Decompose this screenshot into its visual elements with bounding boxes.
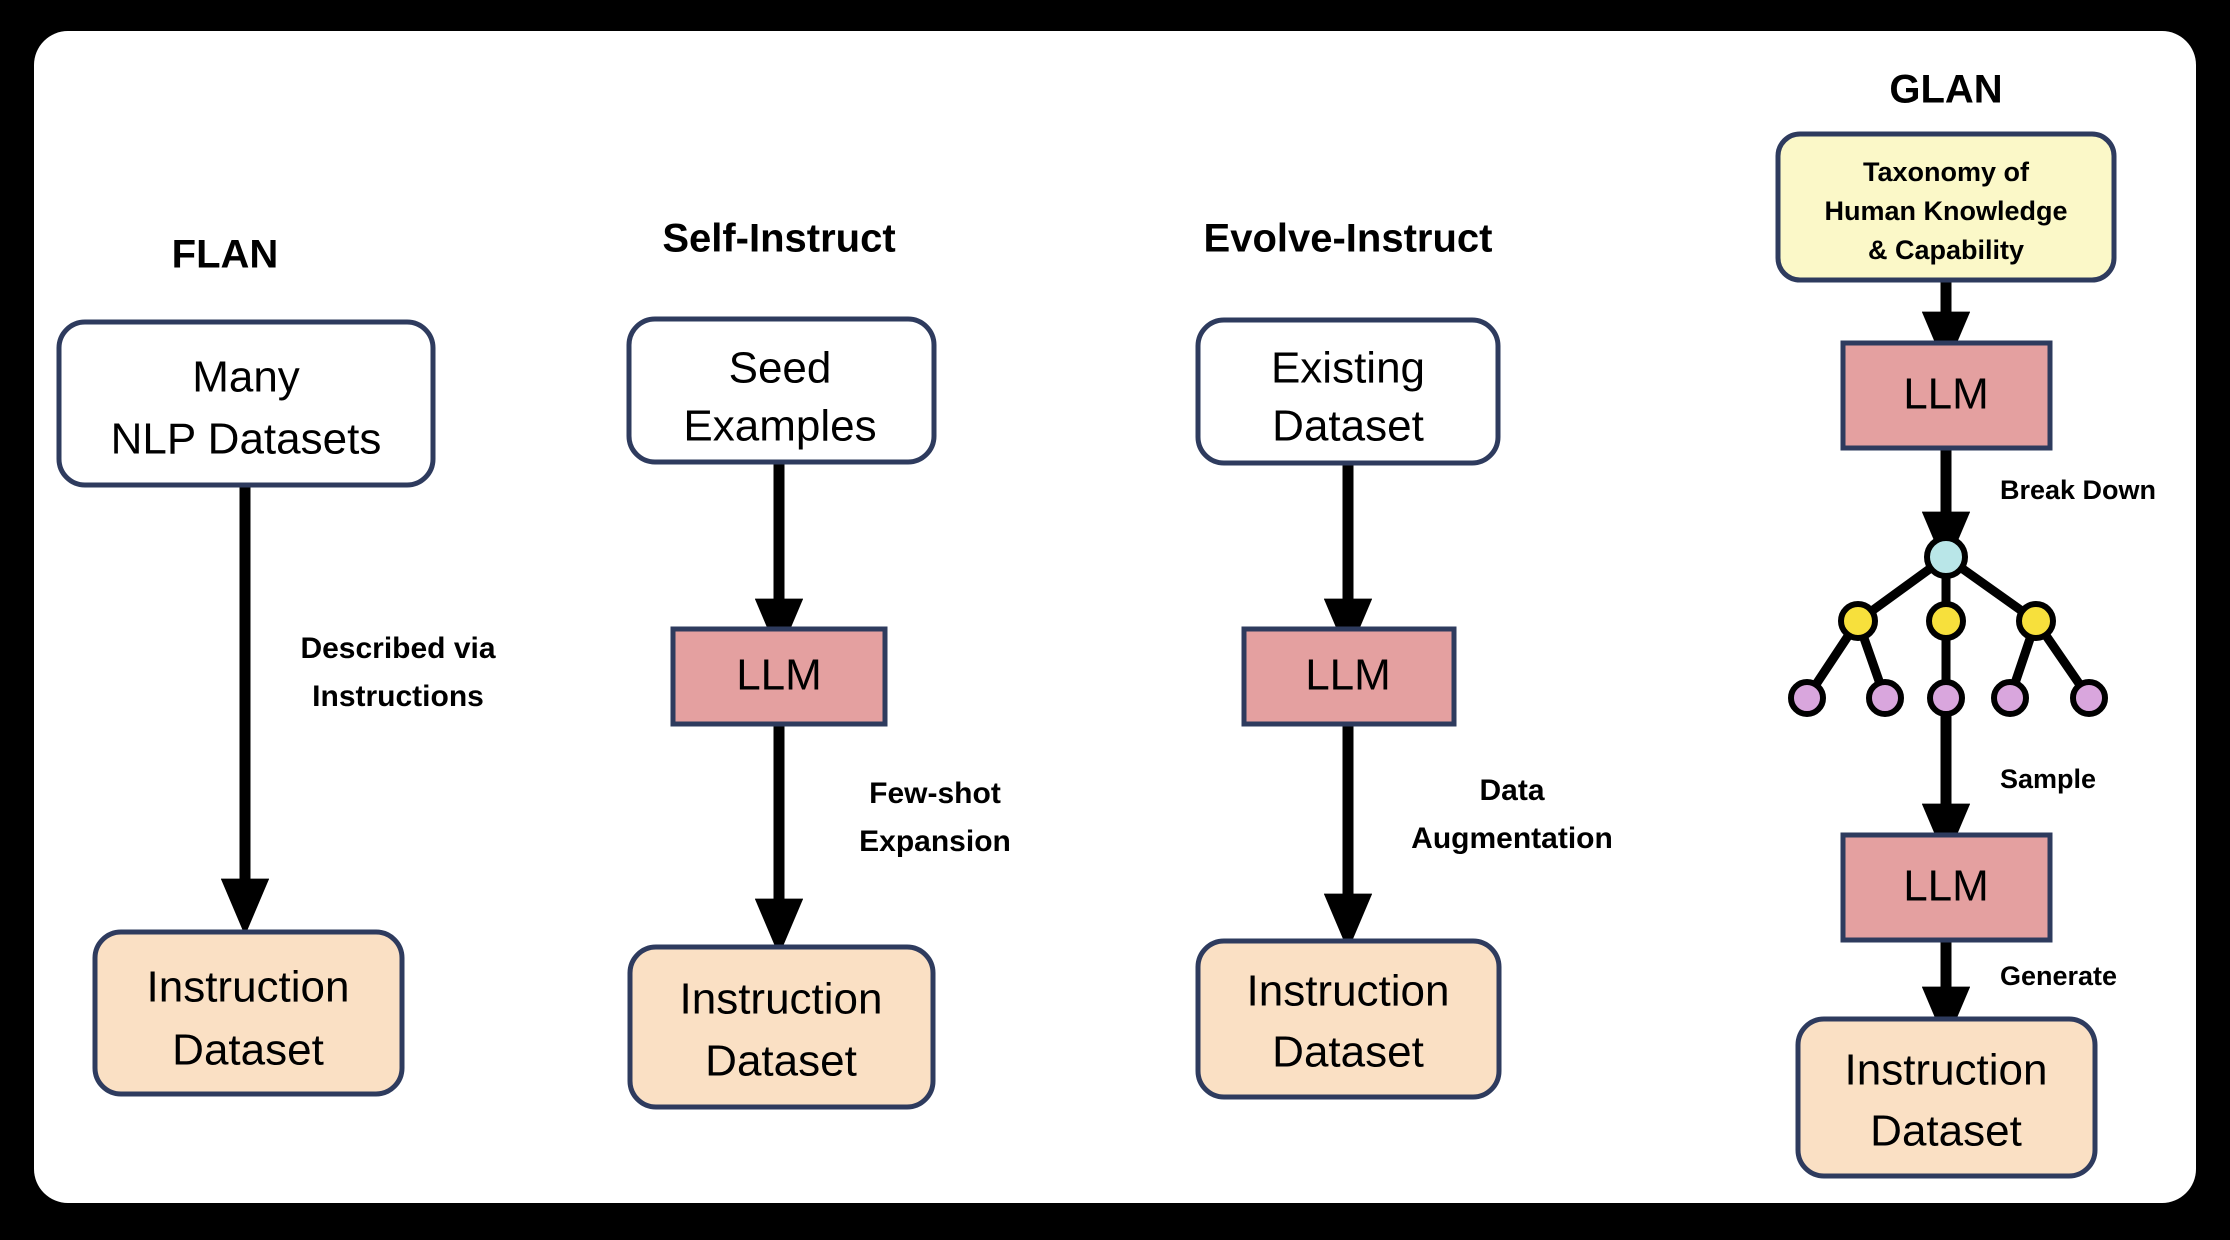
- flan-edge-label-line1: Described via: [300, 632, 495, 665]
- glan-taxonomy-label-line1: Taxonomy of: [1863, 157, 2030, 187]
- glan-edge-label-break-down: Break Down: [2000, 475, 2156, 505]
- glan-edge-label-sample: Sample: [2000, 764, 2096, 794]
- glan-taxonomy-label-line3: & Capability: [1868, 235, 2024, 265]
- self-instruct-source-label-line2: Examples: [683, 402, 876, 451]
- evolve-instruct-source-label-line1: Existing: [1271, 344, 1425, 393]
- evolve-instruct-output-label-line1: Instruction: [1247, 967, 1450, 1016]
- glan-taxonomy-tree: [1788, 535, 2108, 717]
- tree-leaf-node-3: [1927, 679, 1965, 717]
- tree-leaf-node-5: [2070, 679, 2108, 717]
- self-instruct-output-label-line2: Dataset: [705, 1037, 857, 1086]
- glan-taxonomy-box: [1775, 131, 2117, 283]
- glan-output-label-line2: Dataset: [1870, 1107, 2022, 1156]
- evolve-instruct-llm-box: [1241, 626, 1457, 727]
- self-instruct-output-box: [627, 944, 936, 1110]
- self-instruct-edge-label-line2: Expansion: [859, 825, 1011, 858]
- glan-output-label-line1: Instruction: [1845, 1046, 2048, 1095]
- tree-leaf-node-4: [1991, 679, 2029, 717]
- evolve-instruct-source-box: [1195, 317, 1501, 466]
- flan-source-label-line2: NLP Datasets: [111, 415, 382, 464]
- self-instruct-source-label-line1: Seed: [729, 344, 832, 393]
- tree-mid-node-3: [2016, 601, 2056, 641]
- self-instruct-output-label-line1: Instruction: [680, 975, 883, 1024]
- self-instruct-llm-label: LLM: [736, 651, 822, 700]
- tree-mid-node-2: [1926, 601, 1966, 641]
- glan-llm-2-box: [1840, 832, 2053, 943]
- column-title-evolve-instruct: Evolve-Instruct: [1204, 217, 1493, 261]
- evolve-instruct-output-box: [1195, 938, 1502, 1100]
- column-evolve-instruct: Evolve-Instruct Existing Dataset LLM Dat…: [1195, 217, 1613, 1100]
- tree-root-node: [1924, 535, 1968, 579]
- column-glan: GLAN Taxonomy of Human Knowledge & Capab…: [1775, 68, 2156, 1179]
- evolve-instruct-edge-label-line2: Augmentation: [1411, 822, 1613, 855]
- tree-leaf-node-2: [1866, 679, 1904, 717]
- column-self-instruct: Self-Instruct Seed Examples LLM Few-shot…: [626, 217, 1011, 1110]
- flan-output-box: [92, 929, 405, 1097]
- glan-output-box: [1795, 1016, 2098, 1179]
- glan-taxonomy-label-line2: Human Knowledge: [1824, 196, 2067, 226]
- flan-edge-label-line2: Instructions: [312, 680, 484, 713]
- glan-llm-1-box: [1840, 340, 2053, 451]
- evolve-instruct-output-label-line2: Dataset: [1272, 1028, 1424, 1077]
- glan-llm-1-label: LLM: [1903, 370, 1989, 419]
- column-title-self-instruct: Self-Instruct: [662, 217, 895, 261]
- glan-llm-2-label: LLM: [1903, 862, 1989, 911]
- flan-source-label-line1: Many: [192, 353, 300, 402]
- glan-edge-label-generate: Generate: [2000, 961, 2117, 991]
- self-instruct-llm-box: [670, 626, 888, 727]
- flan-source-box: [56, 319, 436, 488]
- self-instruct-edge-label-line1: Few-shot: [869, 777, 1001, 810]
- evolve-instruct-source-label-line2: Dataset: [1272, 402, 1424, 451]
- column-title-flan: FLAN: [172, 233, 279, 277]
- evolve-instruct-edge-label-line1: Data: [1479, 774, 1544, 807]
- tree-leaf-node-1: [1788, 679, 1826, 717]
- evolve-instruct-llm-label: LLM: [1305, 651, 1391, 700]
- column-flan: FLAN Many NLP Datasets Described via Ins…: [56, 233, 496, 1097]
- column-title-glan: GLAN: [1889, 68, 2002, 112]
- self-instruct-source-box: [626, 316, 937, 465]
- flan-output-label-line1: Instruction: [147, 963, 350, 1012]
- flan-output-label-line2: Dataset: [172, 1026, 324, 1075]
- tree-mid-node-1: [1838, 601, 1878, 641]
